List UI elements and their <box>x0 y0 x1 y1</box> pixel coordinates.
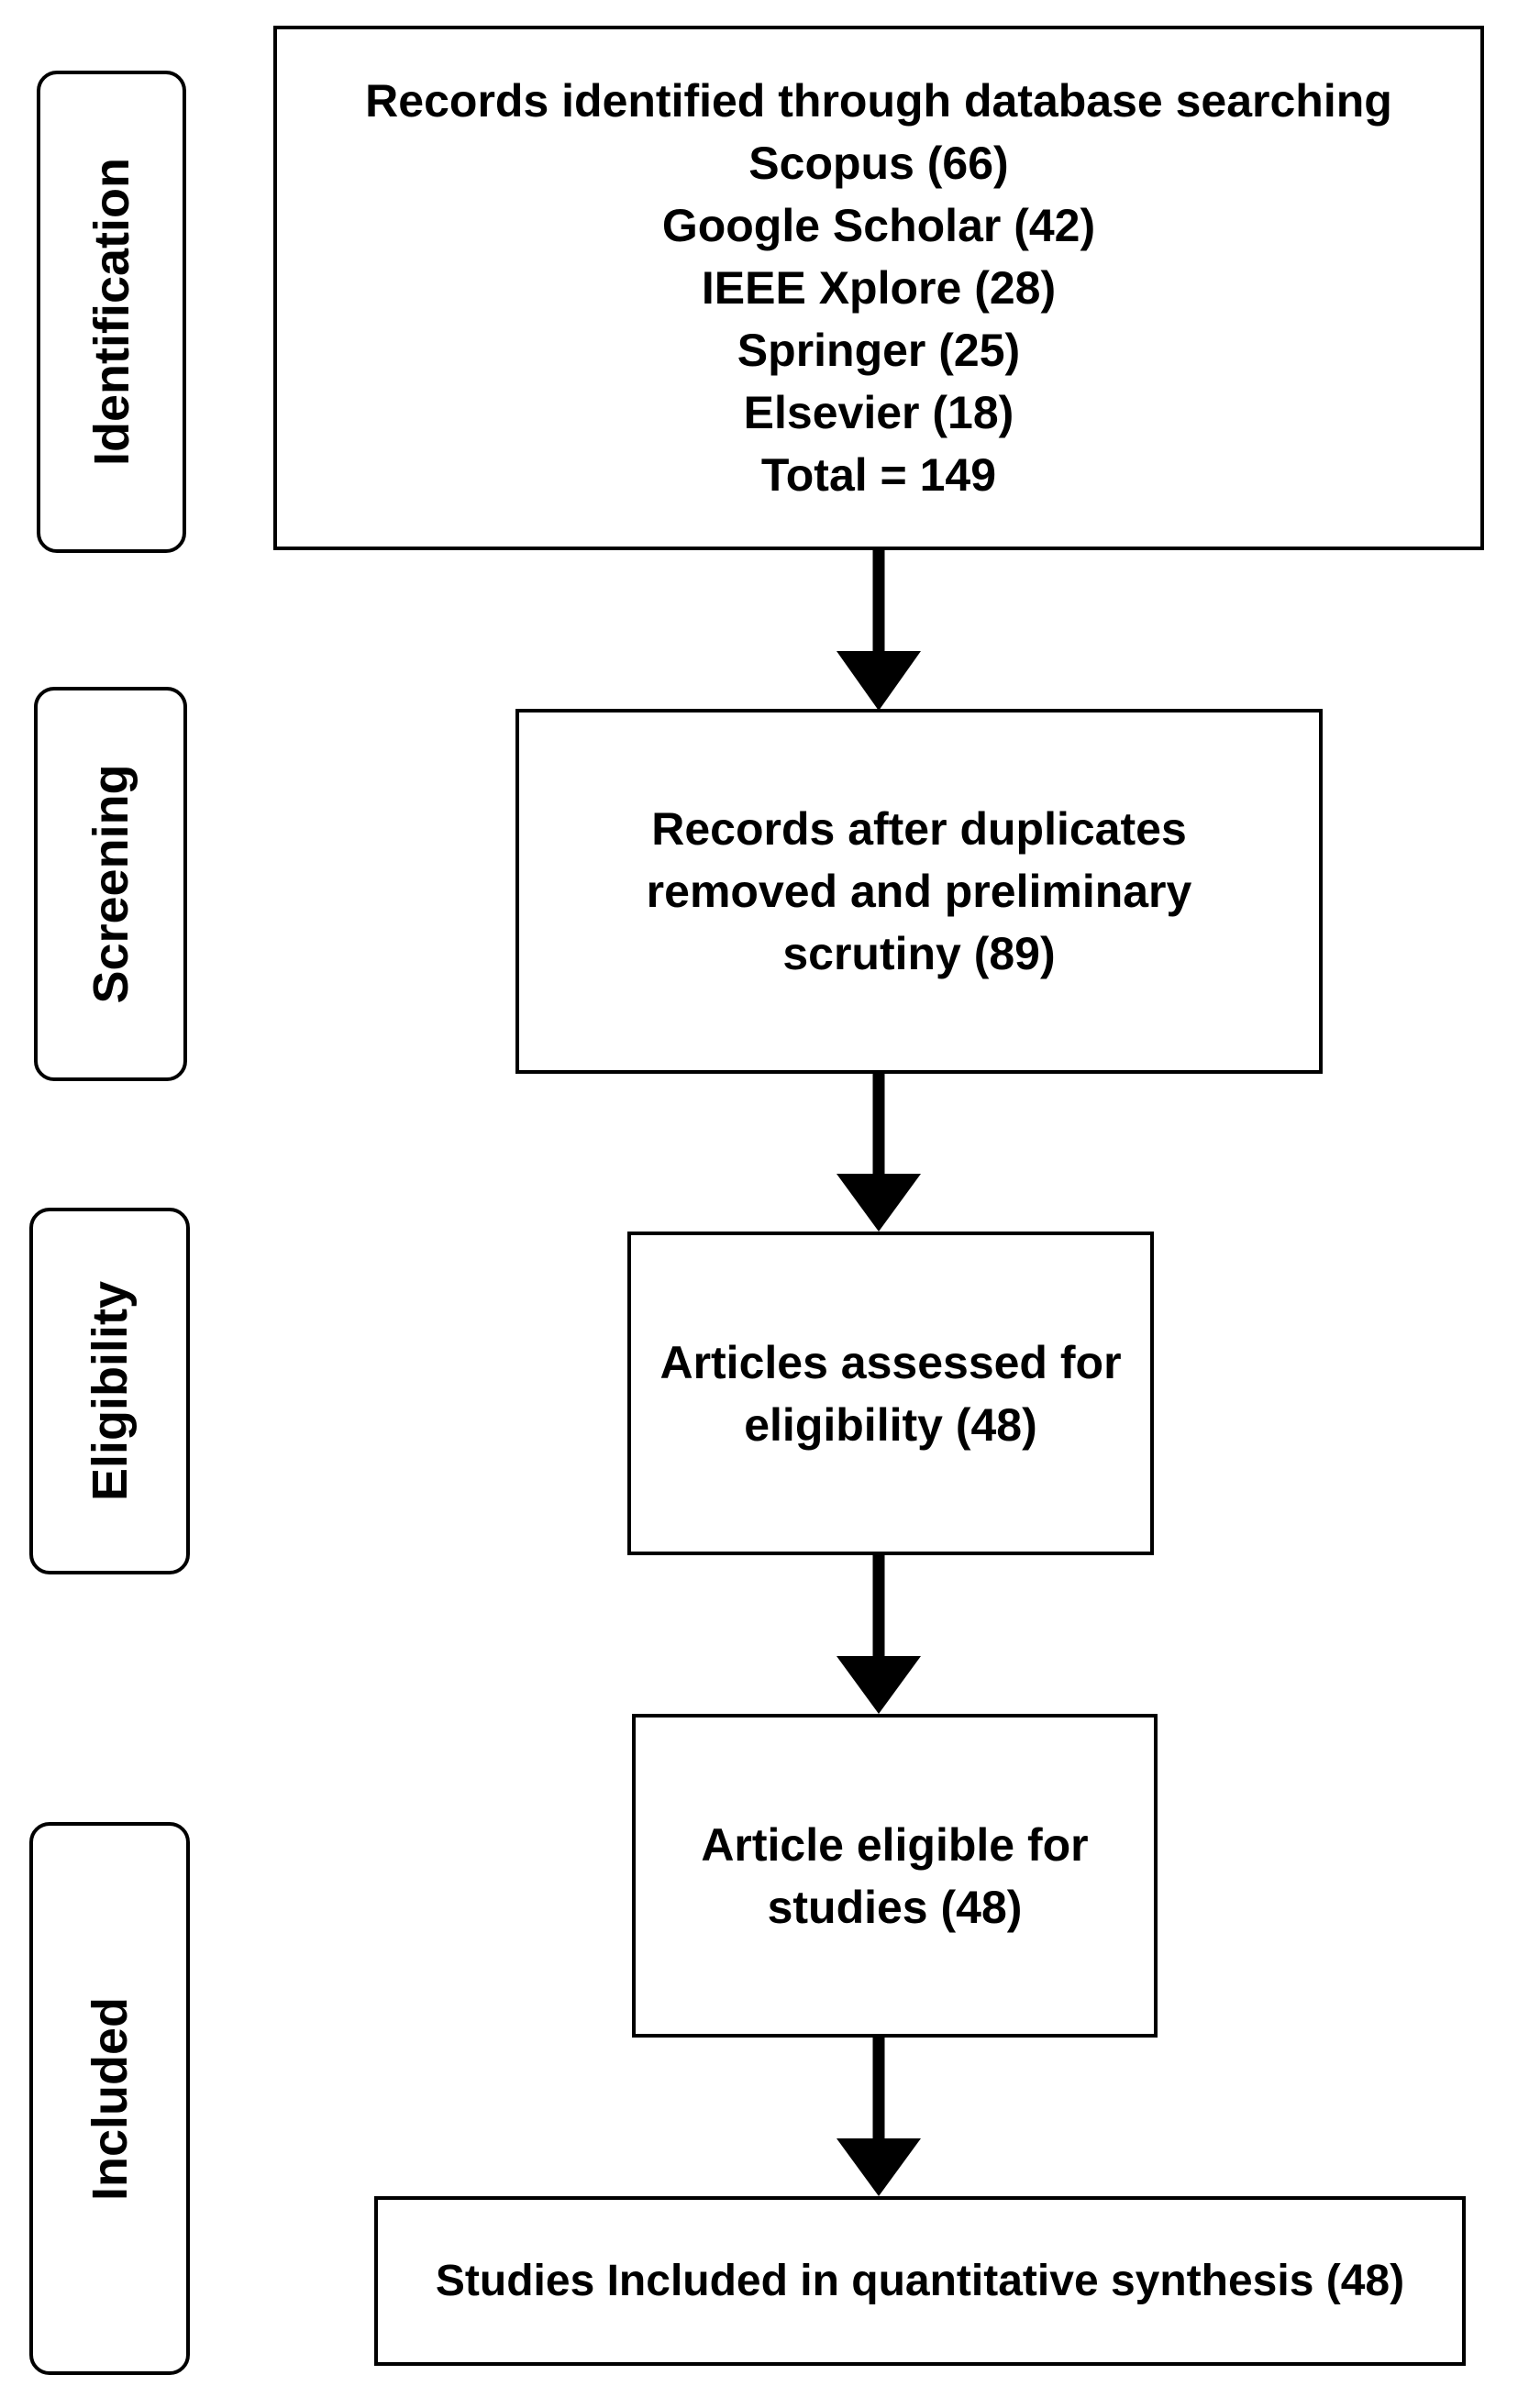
arrow-1-head <box>837 651 921 711</box>
stage-label-screening-text: Screening <box>83 764 139 1004</box>
stage-label-eligibility: Eligibility <box>29 1208 190 1574</box>
source-scopus: Scopus (66) <box>748 138 1009 189</box>
screening-text-line-2: removed and preliminary <box>646 866 1192 917</box>
stage-label-eligibility-text: Eligibility <box>82 1280 138 1502</box>
eligibility-box: Articles assessed for eligibility (48) <box>627 1232 1154 1555</box>
included-box: Studies Included in quantitative synthes… <box>374 2196 1466 2366</box>
source-google-scholar: Google Scholar (42) <box>661 200 1096 251</box>
source-springer: Springer (25) <box>737 325 1021 376</box>
identification-total: Total = 149 <box>760 449 997 501</box>
eligible-text-line-2: studies (48) <box>767 1881 1023 1933</box>
stage-label-identification: Identification <box>37 71 186 553</box>
stage-label-screening: Screening <box>34 687 187 1081</box>
eligible-box: Article eligible for studies (48) <box>632 1714 1158 2038</box>
screening-box: Records after duplicates removed and pre… <box>515 709 1323 1074</box>
arrow-2-head <box>837 1174 921 1232</box>
identification-box: Records identified through database sear… <box>273 26 1484 550</box>
stage-label-included-text: Included <box>82 1996 138 2201</box>
identification-title: Records identified through database sear… <box>365 75 1392 127</box>
included-text-line-1: Studies Included in quantitative synthes… <box>435 2256 1405 2305</box>
stage-label-included: Included <box>29 1822 190 2375</box>
eligible-text-line-1: Article eligible for <box>701 1818 1089 1871</box>
arrow-4-head <box>837 2138 921 2196</box>
source-ieee-xplore: IEEE Xplore (28) <box>701 262 1057 314</box>
screening-text-line-1: Records after duplicates <box>651 803 1187 855</box>
source-elsevier: Elsevier (18) <box>743 387 1014 438</box>
stage-label-identification-text: Identification <box>83 158 139 466</box>
eligibility-text-line-2: eligibility (48) <box>744 1398 1037 1451</box>
screening-text-line-3: scrutiny (89) <box>782 928 1056 979</box>
eligibility-text-line-1: Articles assessed for <box>659 1336 1122 1388</box>
arrow-3-head <box>837 1656 921 1714</box>
